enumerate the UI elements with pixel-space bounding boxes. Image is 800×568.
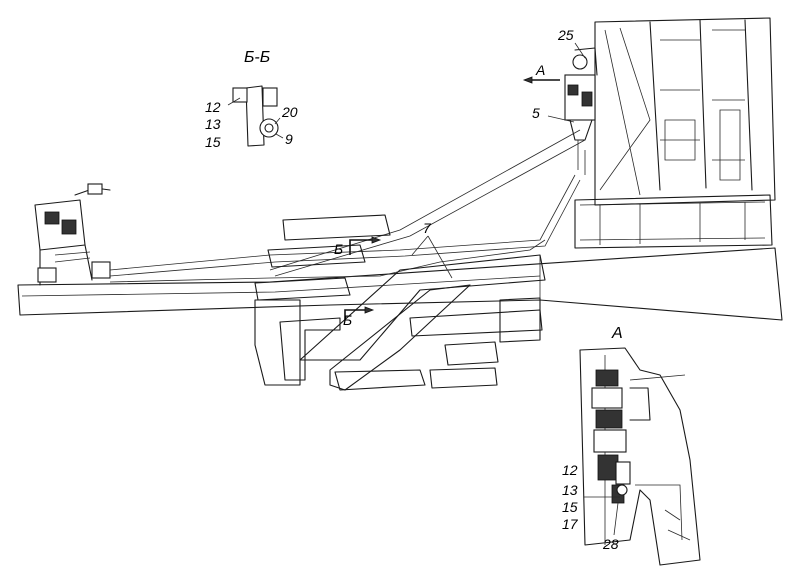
callout-9: 9	[285, 131, 293, 147]
callout-13-section: 13	[205, 116, 221, 132]
callout-15-view: 15	[562, 499, 578, 515]
view-title-a: А	[611, 325, 623, 342]
callout-15-section: 15	[205, 134, 221, 150]
callout-28: 28	[602, 536, 619, 552]
front-valve-unit	[34, 183, 111, 286]
callout-5: 5	[532, 105, 540, 121]
callout-13-view: 13	[562, 482, 578, 498]
chassis-frame	[17, 194, 783, 321]
section-title-bb: Б-Б	[244, 49, 270, 66]
view-arrow-a	[522, 76, 560, 84]
callout-7: 7	[423, 220, 432, 236]
callout-25: 25	[557, 27, 574, 43]
section-arrow-top-label: Б	[334, 241, 343, 257]
view-a-detail	[579, 347, 701, 566]
section-detail-bb	[227, 85, 284, 147]
callout-12-view: 12	[562, 462, 578, 478]
callout-17: 17	[562, 516, 579, 532]
floor-panels	[254, 214, 546, 391]
view-arrow-label: А	[535, 62, 545, 78]
brake-valve-assembly	[564, 47, 598, 175]
air-lines	[109, 129, 586, 283]
callout-20: 20	[281, 104, 298, 120]
section-arrow-bottom	[344, 306, 375, 320]
section-arrow-top	[349, 236, 382, 255]
section-arrow-bottom-label: Б	[343, 312, 352, 328]
cab-structure	[594, 17, 776, 206]
leader-lines	[411, 42, 586, 279]
callout-12-section: 12	[205, 99, 221, 115]
